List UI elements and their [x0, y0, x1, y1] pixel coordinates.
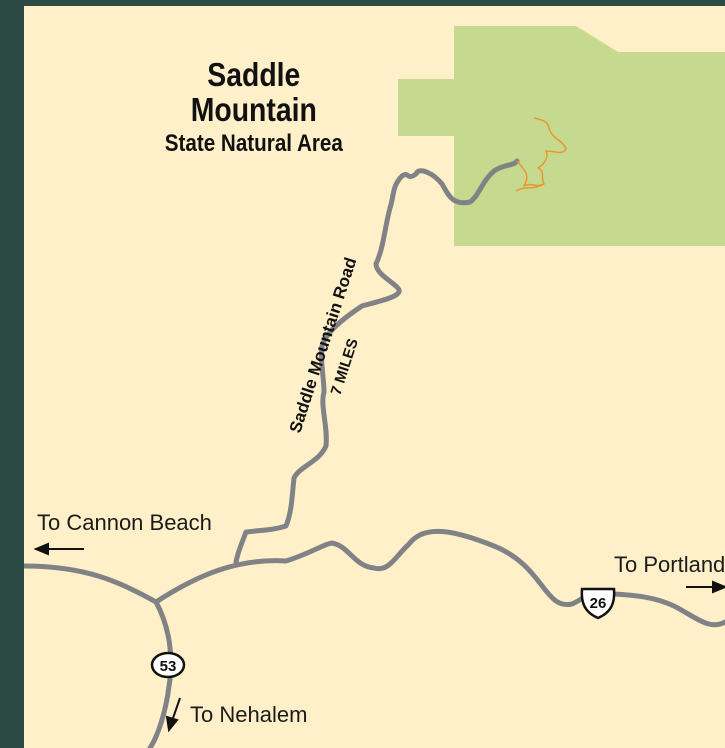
saddle-mountain-road: [233, 158, 520, 565]
map-panel: 26 53 Saddle Mountain Road 7 MILES Saddl…: [24, 6, 725, 748]
map-canvas: 26 53 Saddle Mountain Road 7 MILES: [24, 26, 725, 748]
arrow-west-icon: [33, 542, 84, 556]
destination-south-label: To Nehalem: [190, 702, 308, 727]
destination-west-label: To Cannon Beach: [37, 510, 212, 535]
destination-east-label: To Portland: [614, 552, 725, 577]
park-designation: State Natural Area: [164, 130, 343, 158]
park-name: Saddle Mountain: [190, 56, 317, 128]
park-area: [398, 26, 725, 246]
summit-trail: [515, 117, 567, 192]
map-title: Saddle Mountain State Natural Area: [142, 56, 366, 158]
us-highway-26-shield-icon: 26: [580, 587, 616, 620]
us-highway-26-number: 26: [590, 595, 607, 612]
state-highway-53-shield-icon: 53: [150, 651, 186, 679]
highway-26-road: [24, 528, 725, 628]
arrow-east-icon: [686, 580, 725, 594]
state-highway-53-number: 53: [160, 658, 177, 675]
route-53-road: [147, 599, 174, 748]
arrow-south-icon: [165, 697, 181, 733]
